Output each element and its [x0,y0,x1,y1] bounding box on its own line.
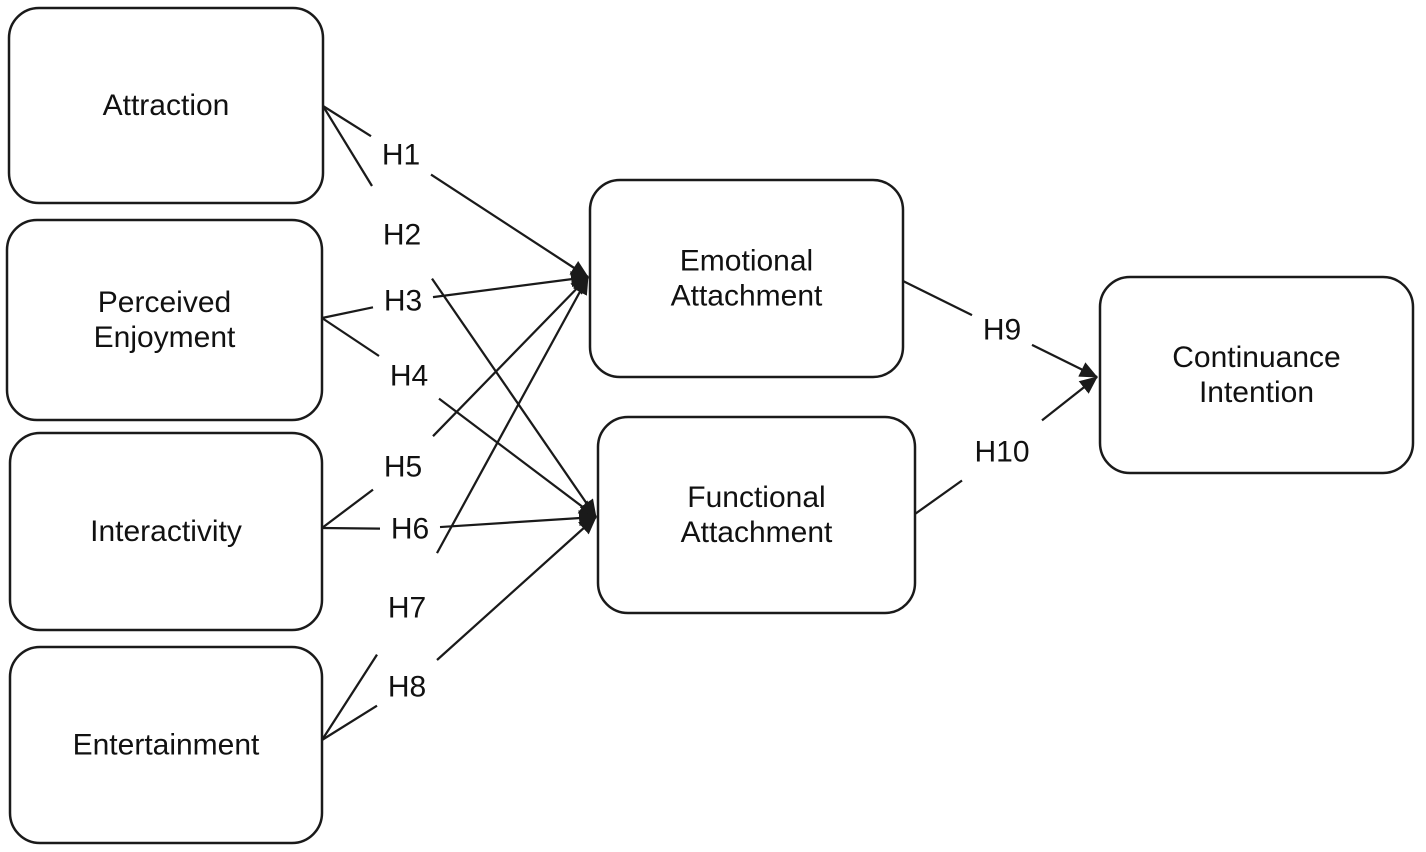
node-label-continuance-intention-line2: Intention [1199,376,1314,409]
node-entertainment: Entertainment [8,645,324,845]
edge-label-h6: H6 [391,513,429,546]
edge-line-arrow [436,276,589,554]
edge-h5: H5 [321,276,589,529]
edge-line-start [902,279,973,317]
node-box-attraction [7,6,325,205]
edge-line-start [321,488,374,529]
edge-line-arrow [430,173,589,278]
edge-h3: H3 [321,271,589,320]
node-label-functional-attachment-line2: Attachment [681,516,833,549]
edge-label-h10: H10 [974,436,1029,469]
edge-line-start [321,704,378,741]
edge-h8: H8 [321,516,597,741]
edge-line-start [914,479,963,515]
edge-h4: H4 [321,317,597,518]
node-label-attraction-line1: Attraction [103,89,230,122]
node-box-continuance-intention [1098,275,1415,475]
edge-h1: H1 [322,105,589,278]
node-label-perceived-enjoyment-line2: Enjoyment [94,321,236,354]
edge-line-start [321,526,381,530]
edge-line-start [322,105,373,187]
node-label-emotional-attachment-line1: Emotional [680,245,813,278]
edge-label-h7: H7 [388,592,426,625]
edge-line-arrow [431,277,597,518]
edge-line-start [321,653,378,741]
edge-label-h8: H8 [388,671,426,704]
edge-label-h3: H3 [384,285,422,318]
node-label-functional-attachment-line1: Functional [687,481,825,514]
node-attraction: Attraction [7,6,325,205]
node-box-emotional-attachment [588,178,905,379]
edge-line-start [321,306,374,320]
edge-label-h9: H9 [983,314,1021,347]
edge-line-arrow [1041,376,1098,422]
edge-line-arrow [432,271,589,299]
edge-line-arrow [432,276,589,437]
node-label-continuance-intention-line1: Continuance [1172,341,1340,374]
node-interactivity: Interactivity [8,431,324,632]
edge-h2: H2 [322,105,597,518]
edge-label-h1: H1 [382,139,420,172]
node-label-perceived-enjoyment-line1: Perceived [98,286,231,319]
edge-line-start [321,317,380,357]
edge-line-arrow [439,510,597,529]
edge-h6: H6 [321,510,597,546]
edge-label-h5: H5 [384,451,422,484]
node-box-interactivity [8,431,324,632]
node-box-perceived-enjoyment [5,218,324,422]
node-label-interactivity-line1: Interactivity [90,515,242,548]
node-box-functional-attachment [596,415,917,615]
node-label-entertainment-line1: Entertainment [73,729,260,762]
edge-line-start [322,105,372,138]
edge-label-h2: H2 [383,219,421,252]
node-label-emotional-attachment-line2: Attachment [671,280,823,313]
edge-line-arrow [1031,343,1098,379]
edge-label-h4: H4 [390,360,428,393]
edge-h9: H9 [902,279,1098,379]
edge-h7: H7 [321,276,589,741]
node-box-entertainment [8,645,324,845]
edge-h10: H10 [914,376,1098,515]
edge-line-arrow [438,397,597,518]
edge-line-arrow [436,516,597,661]
